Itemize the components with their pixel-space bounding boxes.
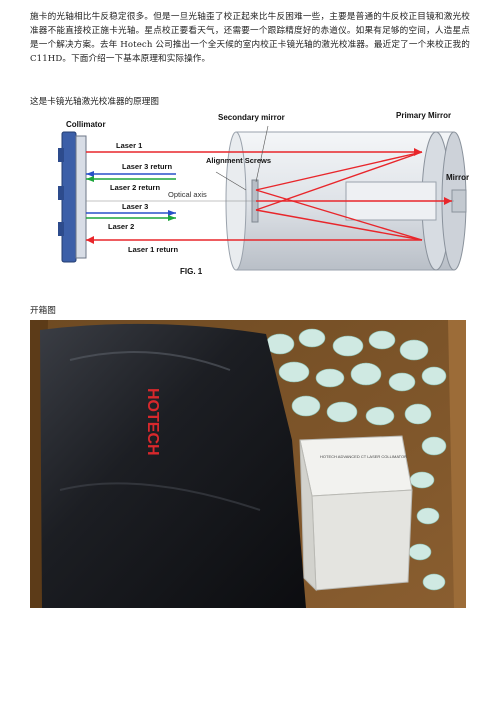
intro-paragraph: 施卡的光轴相比牛反稳定很多。但是一旦光轴歪了校正起来比牛反困难一些，主要是普通的…: [30, 12, 470, 64]
product-box-side: [311, 489, 413, 591]
bag-print-text: HOTECH: [144, 388, 161, 456]
label-mirror: Mirror: [446, 173, 469, 182]
label-laser1: Laser 1: [116, 141, 142, 150]
label-laser3-return: Laser 3 return: [122, 162, 172, 171]
label-laser2-return: Laser 2 return: [110, 183, 160, 192]
product-box-label: HOTECH ADVANCED CT LASER COLLIMATOR: [320, 454, 407, 459]
black-bag: [40, 323, 306, 608]
label-primary-mirror: Primary Mirror: [396, 111, 451, 120]
unboxing-photo: HOTECH HOTECH ADVANCED CT LASER COLLIMAT…: [30, 320, 466, 608]
rear-mirror: [451, 189, 467, 213]
label-alignment-screws: Alignment Screws: [206, 156, 271, 165]
label-fig: FIG. 1: [180, 267, 203, 276]
collimator-body: [61, 131, 77, 263]
label-optical-axis: Optical axis: [168, 190, 207, 199]
label-laser2: Laser 2: [108, 222, 134, 231]
photo-caption: 开箱图: [30, 306, 56, 316]
collimator-diagram: Collimator Secondary mirror Primary Mirr…: [58, 111, 469, 276]
label-laser3: Laser 3: [122, 202, 148, 211]
diagram-caption: 这是卡镜光轴激光校准器的原理图: [30, 97, 159, 107]
label-secondary-mirror: Secondary mirror: [218, 113, 285, 122]
laser-beams: [86, 151, 452, 241]
product-box-top: [299, 435, 413, 497]
label-collimator: Collimator: [66, 120, 106, 129]
packing-peanuts: [265, 328, 447, 591]
box-flap-right: [448, 320, 466, 608]
label-laser1-return: Laser 1 return: [128, 245, 178, 254]
